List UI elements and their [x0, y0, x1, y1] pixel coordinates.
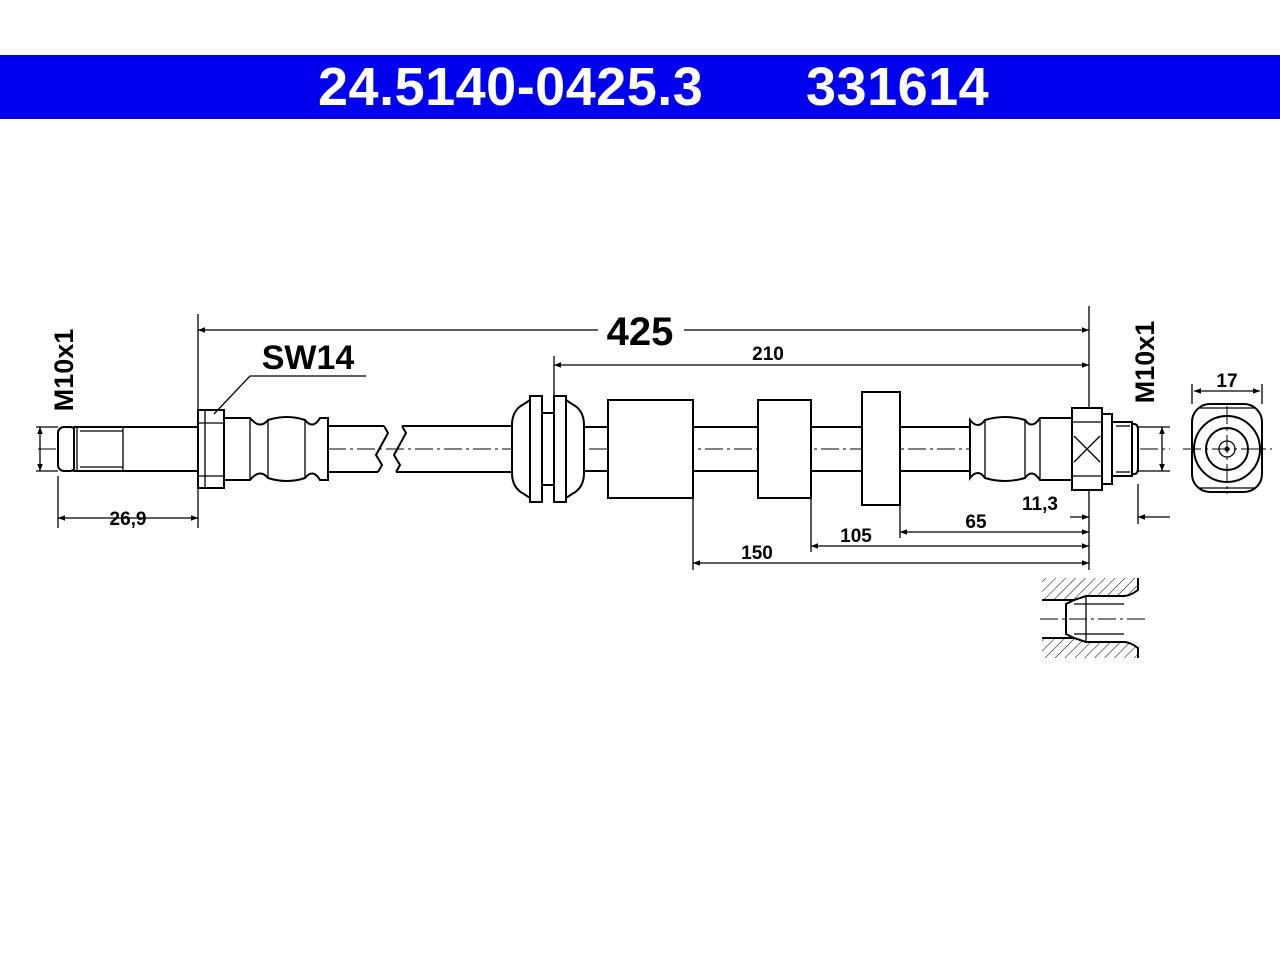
dim-65-label: 65 [965, 512, 987, 533]
dimensions [36, 306, 1170, 570]
dim-150-label: 150 [741, 543, 773, 564]
left-threaded-end [57, 426, 199, 472]
right-thread-label: M10x1 [1130, 321, 1160, 404]
end-view [1183, 384, 1272, 494]
brake-hose [38, 391, 1170, 506]
hex-nut-sw14 [197, 409, 225, 489]
hex-width-label: 17 [1216, 371, 1237, 392]
dim-210-label: 210 [752, 344, 784, 365]
dimension-labels: 425 210 SW14 26,9 150 105 65 11,3 17 M10… [49, 310, 1238, 564]
holder-block-1 [607, 399, 694, 499]
part-number: 24.5140-0425.3 [318, 57, 704, 117]
right-hex-nut [1071, 407, 1113, 491]
holder-block-2 [757, 399, 812, 499]
left-thread-length-label: 26,9 [110, 509, 147, 530]
left-thread-label: M10x1 [49, 329, 79, 412]
dim-11-3-label: 11,3 [1022, 494, 1058, 515]
dim-105-label: 105 [840, 526, 872, 547]
grommet [511, 395, 585, 503]
wrench-size-label: SW14 [262, 339, 355, 377]
left-ferrule [223, 416, 329, 482]
title-bar: 24.5140-0425.3 331614 [0, 55, 1280, 119]
reference-number: 331614 [806, 57, 990, 117]
overall-length-label: 425 [607, 310, 674, 354]
holder-block-3 [861, 391, 901, 506]
right-ferrule [969, 416, 1073, 482]
section-detail [1040, 578, 1145, 658]
right-threaded-end [1111, 421, 1139, 477]
